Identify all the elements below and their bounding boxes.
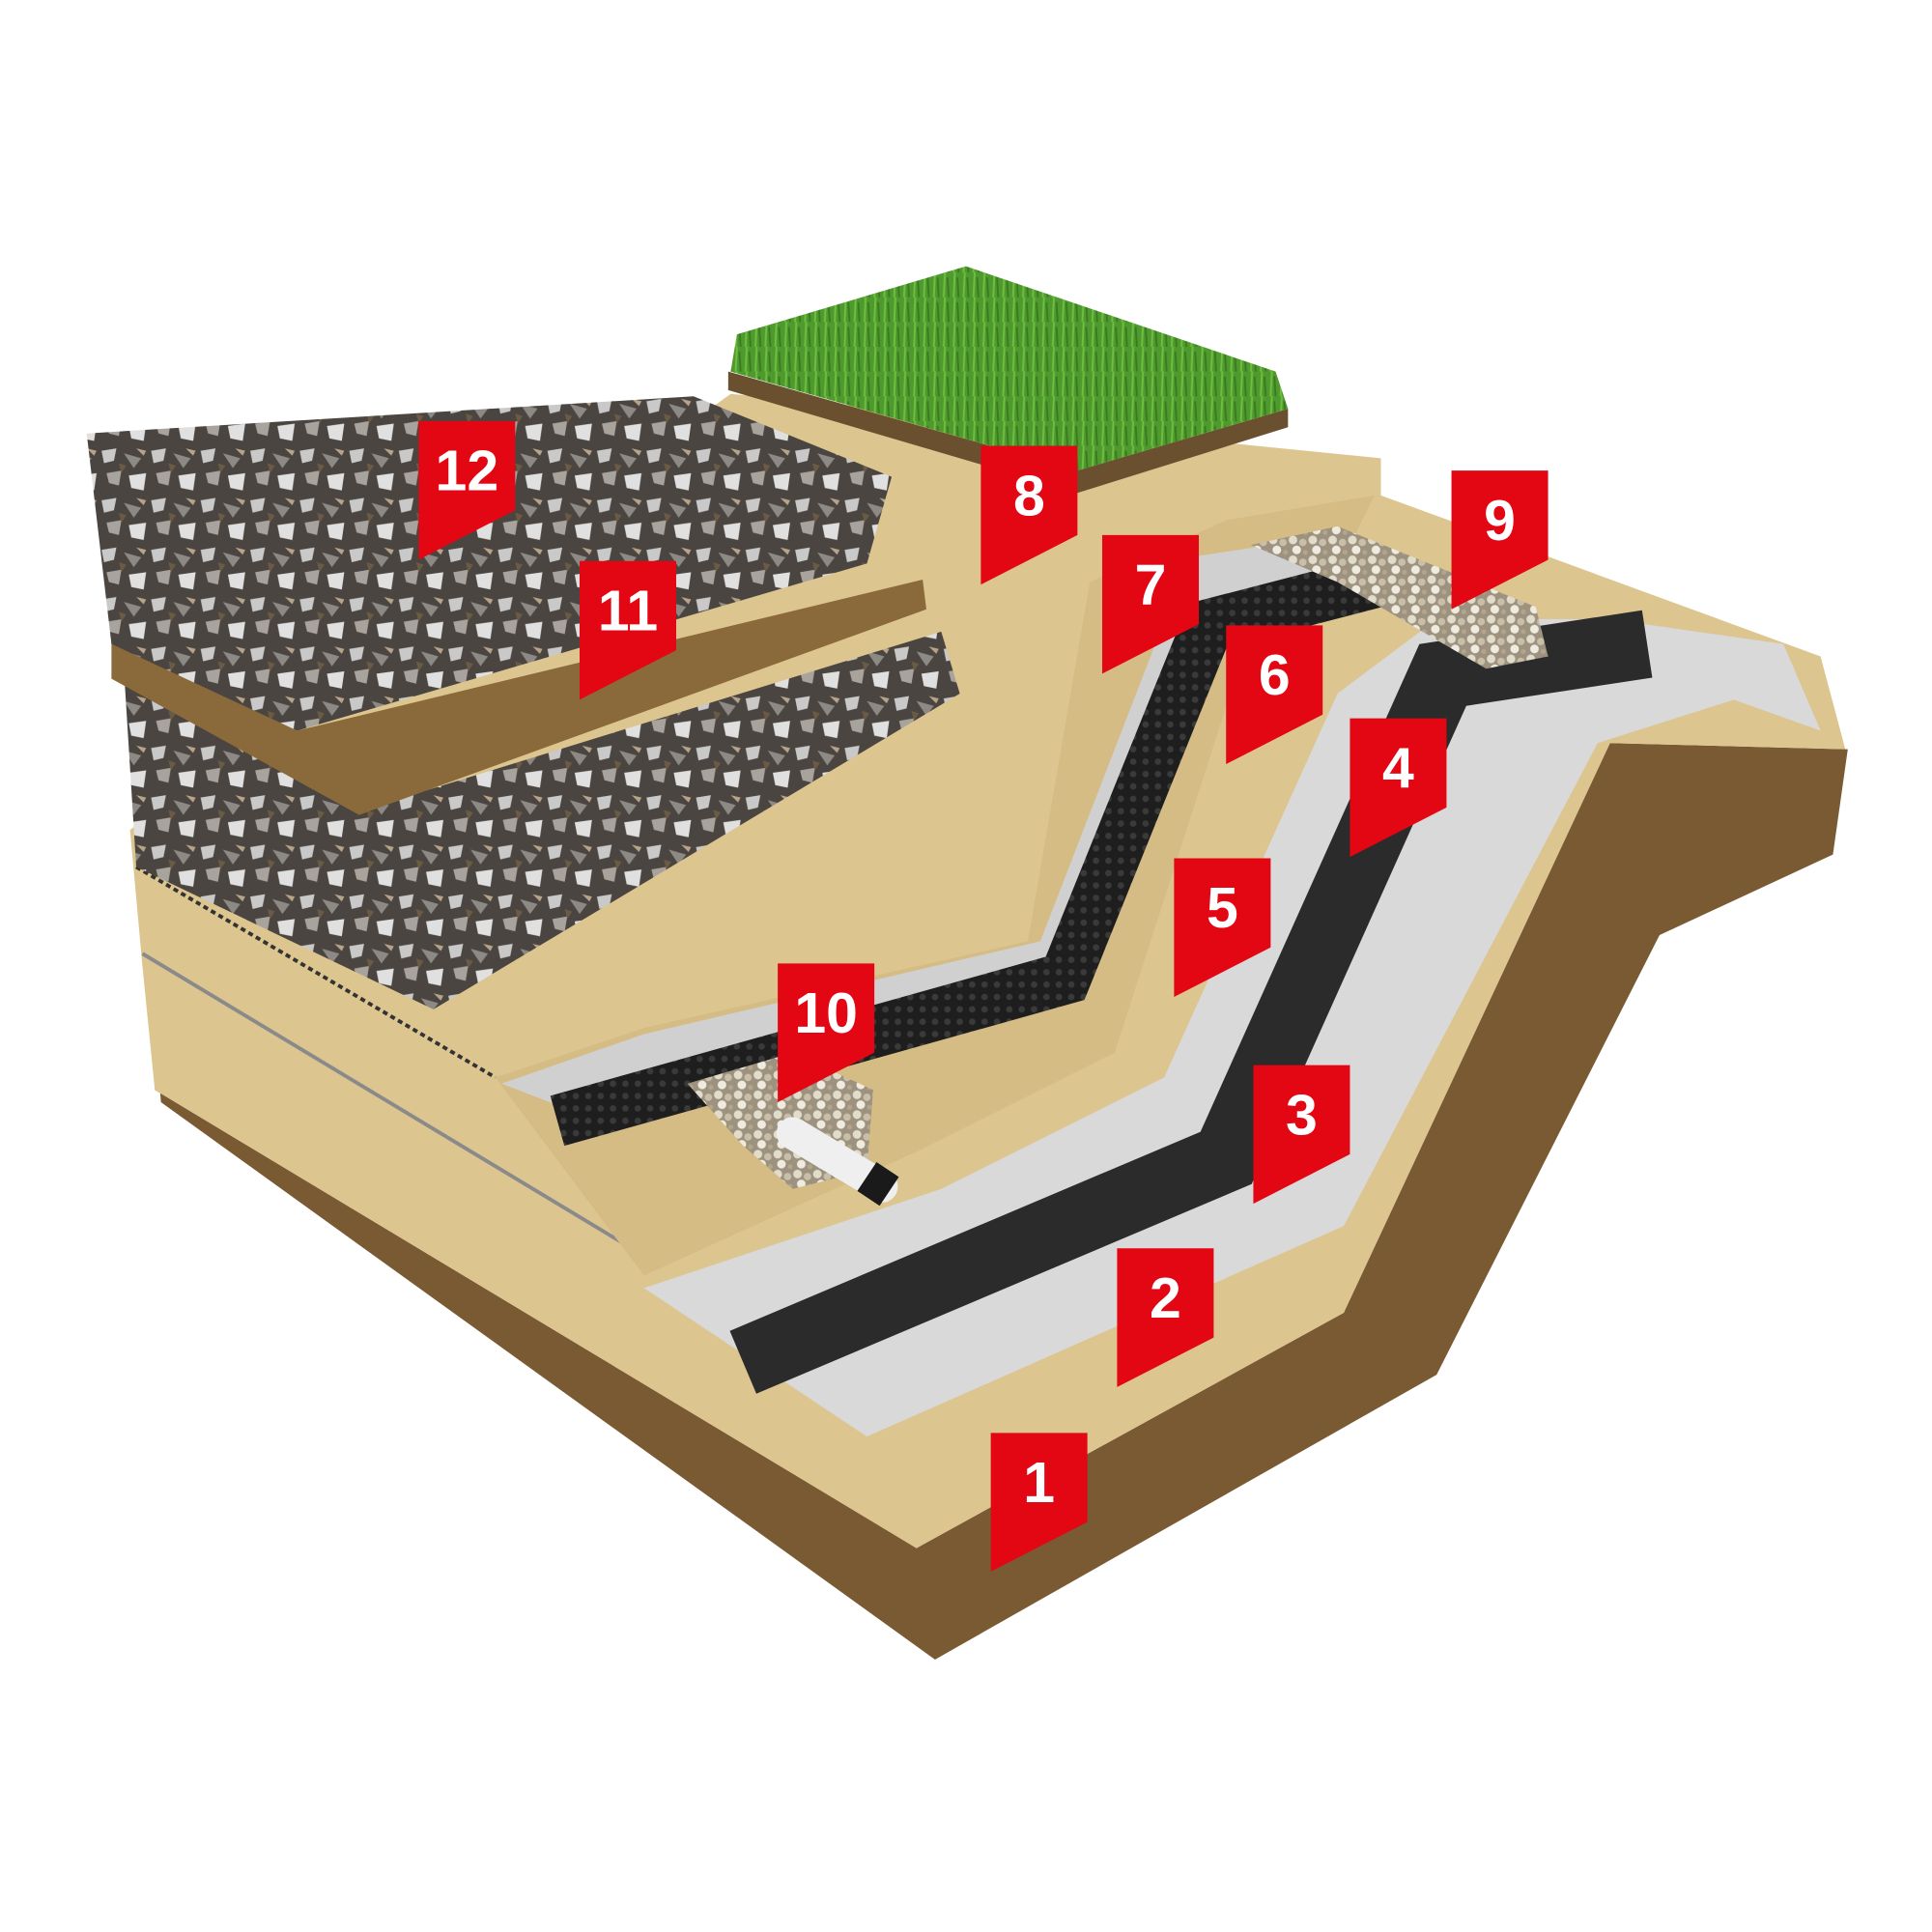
rubble-fill-upper <box>86 396 893 731</box>
marker-number: 5 <box>1207 877 1238 940</box>
marker-9: 9 <box>1451 470 1548 610</box>
marker-number: 4 <box>1382 737 1414 800</box>
marker-flag <box>580 560 676 700</box>
marker-number: 6 <box>1259 644 1291 707</box>
marker-flag <box>778 963 875 1103</box>
waterproof-membrane-strip <box>729 610 1653 1394</box>
marker-number: 12 <box>436 440 499 503</box>
subsoil-layer <box>155 743 1848 1660</box>
marker-flag <box>1253 1065 1350 1205</box>
marker-flag <box>1117 1248 1214 1387</box>
marker-flag <box>1451 470 1548 610</box>
marker-number: 9 <box>1484 490 1516 553</box>
marker-7: 7 <box>1102 534 1200 674</box>
marker-number: 8 <box>1013 465 1045 527</box>
marker-flag <box>1174 858 1271 998</box>
marker-3: 3 <box>1253 1065 1350 1205</box>
marker-flag <box>980 445 1078 585</box>
marker-6: 6 <box>1226 625 1323 765</box>
marker-number: 10 <box>794 982 858 1045</box>
marker-number: 1 <box>1023 1452 1055 1515</box>
separator-line <box>141 952 658 1265</box>
marker-number: 7 <box>1135 554 1167 617</box>
marker-5: 5 <box>1174 858 1271 998</box>
geotextile-membrane <box>643 619 1821 1437</box>
marker-flag <box>418 420 516 560</box>
marker-10: 10 <box>778 963 875 1103</box>
drain-pipe-end <box>857 1162 899 1207</box>
marker-12: 12 <box>418 420 516 560</box>
turf-soil-base <box>727 371 1289 494</box>
marker-8: 8 <box>980 445 1078 585</box>
marker-flag <box>1350 718 1447 858</box>
separator-line <box>135 865 497 1080</box>
marker-4: 4 <box>1350 718 1447 858</box>
marker-number: 3 <box>1286 1084 1318 1147</box>
marker-2: 2 <box>1117 1248 1214 1387</box>
marker-number: 11 <box>598 581 658 643</box>
marker-number: 2 <box>1150 1267 1181 1330</box>
marker-11: 11 <box>580 560 676 700</box>
marker-flag <box>990 1433 1088 1572</box>
marker-flag <box>1226 625 1323 765</box>
rubble-fill-lower <box>124 631 960 1009</box>
timber-board <box>111 580 926 815</box>
marker-1: 1 <box>990 1433 1088 1572</box>
grass-turf <box>730 266 1289 471</box>
marker-flag <box>1102 534 1200 674</box>
gravel-drain-upper <box>1250 526 1548 669</box>
